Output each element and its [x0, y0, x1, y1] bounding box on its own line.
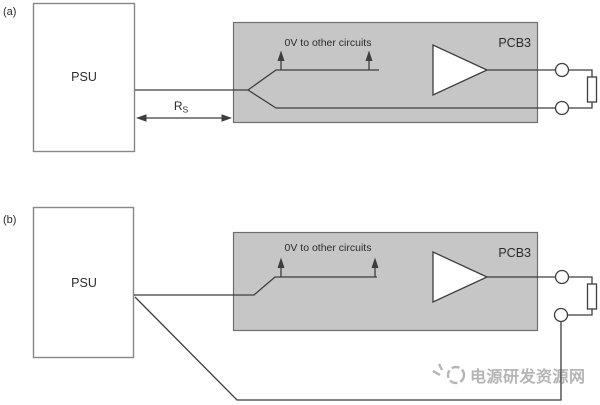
output-terminal [554, 269, 570, 285]
diagram-a: (a) PSU PCB3 0V to other circuits RS [3, 2, 598, 153]
sun-swirl-logo-icon [446, 365, 466, 385]
remote-return-wire [134, 296, 562, 401]
sense-resistance-symbol: R [174, 99, 183, 113]
zero-volt-rail-wire [247, 69, 379, 91]
diagram-b-label: (b) [3, 214, 16, 226]
diagram-a-label: (a) [3, 6, 16, 18]
psu-box [32, 206, 135, 359]
watermark: 电源研发资源网 [432, 363, 586, 386]
output-terminal [554, 100, 570, 116]
return-wire [247, 89, 556, 109]
sense-resistance-label: RS [174, 99, 189, 115]
resistor-lead-wire [568, 276, 593, 284]
pcb3-panel [232, 231, 539, 332]
psu-label: PSU [71, 70, 97, 84]
resistor-lead-wire [568, 102, 593, 109]
up-arrow-icon [371, 257, 379, 268]
output-terminal [553, 307, 569, 323]
pcb3-label: PCB3 [498, 36, 531, 50]
zero-volt-rail-label: 0V to other circuits [285, 37, 372, 49]
psu-label: PSU [71, 276, 97, 290]
resistor-lead-wire [568, 69, 593, 77]
zero-volt-rail-label: 0V to other circuits [285, 242, 372, 254]
resistor-lead-wire [567, 309, 593, 316]
up-arrow-icon [365, 50, 373, 61]
pcb3-panel [232, 21, 539, 124]
output-terminal [554, 62, 570, 78]
psu-box [32, 2, 136, 153]
sun-swirl-logo-icon [432, 363, 444, 377]
amplifier-symbol [432, 43, 489, 97]
load-resistor [586, 283, 598, 310]
sense-resistance-subscript: S [183, 105, 189, 115]
up-arrow-icon [277, 50, 285, 61]
pcb3-label: PCB3 [498, 246, 531, 260]
arrow-left-head-icon [136, 114, 147, 122]
psu-to-rail-wire [134, 276, 377, 296]
arrow-right-head-icon [221, 114, 232, 122]
diagram-b: (b) PSU PCB3 0V to other circuits [3, 206, 598, 401]
load-resistor [586, 76, 598, 103]
watermark-text: 电源研发资源网 [470, 367, 586, 386]
amplifier-symbol [432, 250, 489, 304]
up-arrow-icon [277, 257, 285, 268]
